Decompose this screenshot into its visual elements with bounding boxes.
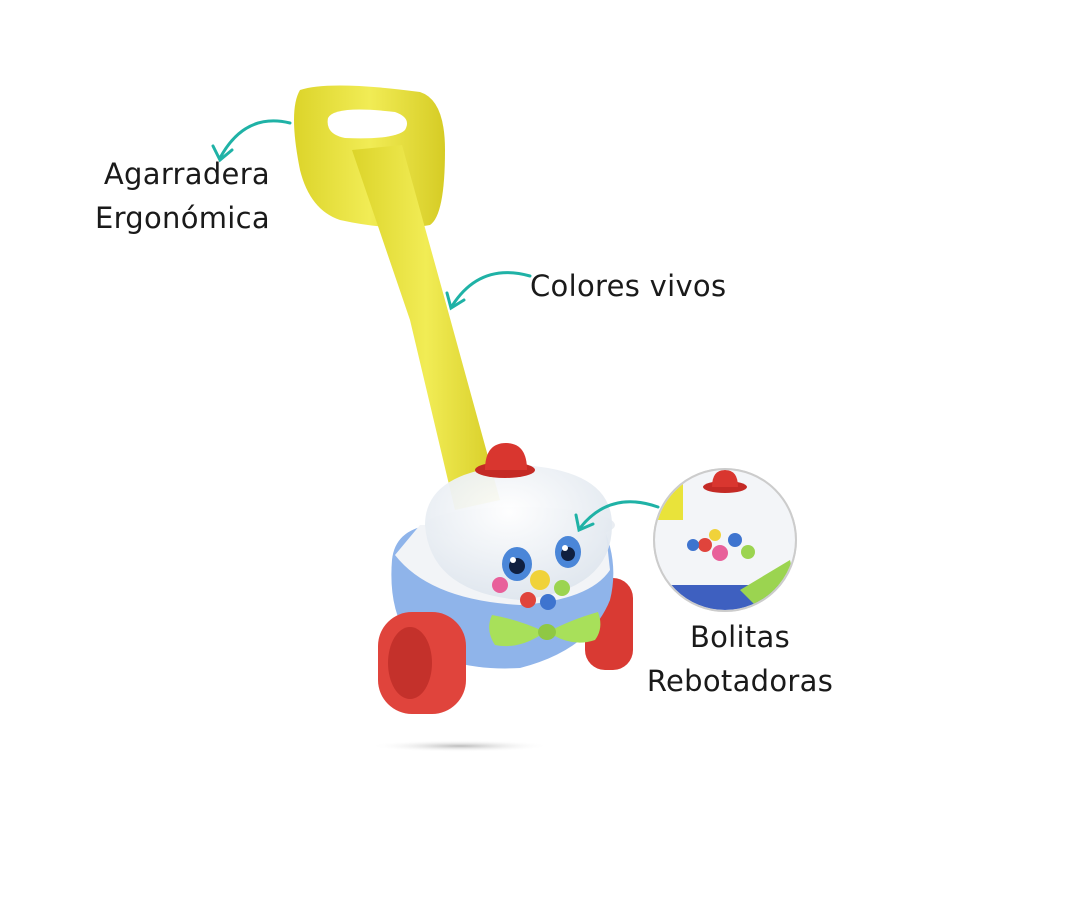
balls-label-line2: Rebotadoras: [646, 664, 834, 698]
grip-label-line1: Agarradera: [103, 157, 270, 191]
arrow-balls: [574, 500, 660, 533]
grip-label: Agarradera Ergonómica: [60, 152, 270, 240]
wheel-left: [378, 612, 466, 714]
handle-stick: [352, 145, 500, 510]
grip-label-line2: Ergonómica: [94, 201, 270, 235]
balls-label: Bolitas Rebotadoras: [620, 615, 860, 703]
arrow-colors: [445, 271, 532, 311]
arrow-grip: [211, 119, 292, 163]
hat: [475, 443, 535, 478]
bow-tie: [489, 612, 601, 647]
colors-label: Colores vivos: [530, 269, 727, 303]
shadow: [370, 740, 550, 752]
bouncing-balls: [492, 570, 570, 610]
inset-detail-image: [653, 468, 797, 612]
eyes: [502, 536, 581, 581]
balls-label-line1: Bolitas: [689, 620, 791, 654]
